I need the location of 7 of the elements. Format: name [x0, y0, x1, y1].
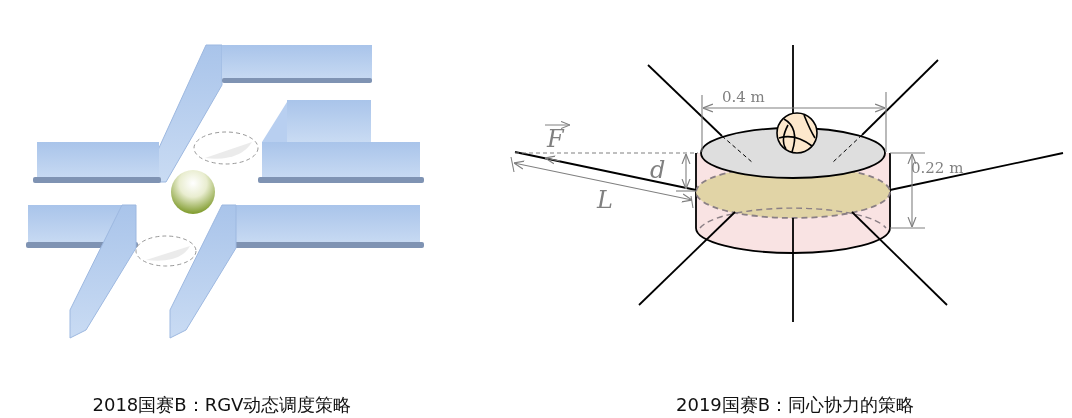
dimension-label: 0.4 m — [722, 90, 765, 105]
dimension-label: L — [597, 188, 613, 212]
dimension-label: 0.22 m — [911, 161, 964, 176]
dimension-label: d — [650, 158, 666, 182]
caption: 2018国赛B：RGV动态调度策略 — [92, 396, 352, 414]
caption: 2019国赛B：同心协力的策略 — [676, 396, 915, 414]
force-label: F — [547, 127, 564, 151]
